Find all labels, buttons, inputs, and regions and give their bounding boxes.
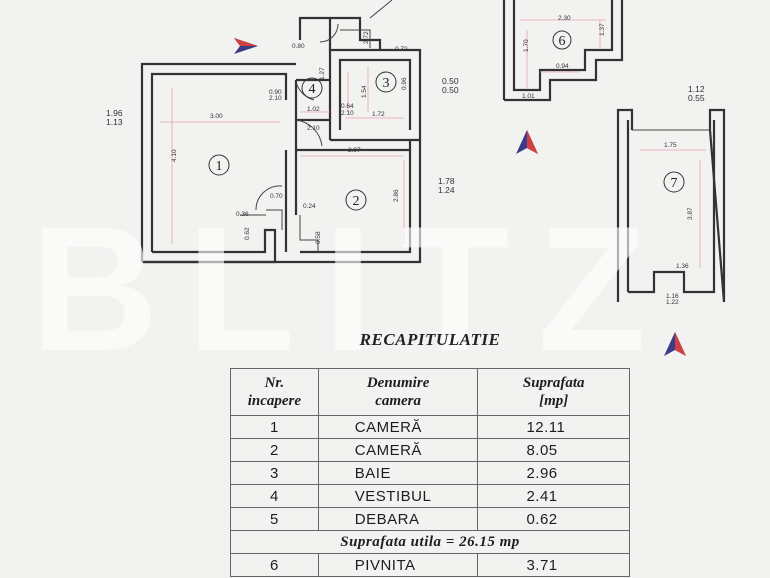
svg-text:1.01: 1.01	[522, 93, 535, 100]
north-arrow-icon	[664, 332, 686, 356]
svg-text:2.30: 2.30	[558, 15, 571, 22]
svg-text:1.78: 1.78	[438, 176, 455, 186]
svg-text:1.72: 1.72	[372, 111, 385, 118]
svg-text:0.50: 0.50	[442, 76, 459, 86]
svg-text:2: 2	[353, 194, 360, 209]
dimension-labels: 3.00 4.10 2.97 2.86 1.72 1.54 0.72 1.02 …	[106, 31, 459, 244]
room-number-3: 3	[375, 71, 397, 93]
cellar-plan-7: 7 1.12 0.55 1.75 3.87 1.36 1.16 1.22	[616, 84, 726, 306]
table-row: 5 DEBARA 0.62	[230, 507, 630, 531]
room-number-1: 1	[208, 154, 230, 176]
svg-text:1.02: 1.02	[307, 106, 320, 113]
svg-text:1.54: 1.54	[361, 85, 368, 98]
cell-area: 0.62	[477, 507, 630, 531]
cell-area: 8.05	[477, 438, 630, 462]
cell-area: 2.41	[477, 484, 630, 508]
svg-text:2.10: 2.10	[269, 95, 282, 102]
svg-text:0.90: 0.90	[269, 89, 282, 96]
svg-text:1.16: 1.16	[666, 293, 679, 300]
svg-text:2.72: 2.72	[363, 31, 370, 44]
table-total-row: Suprafata utila = 26.15 mp	[230, 530, 630, 554]
svg-text:0.50: 0.50	[442, 85, 459, 95]
cell-area: 2.96	[477, 461, 630, 485]
svg-text:0.64: 0.64	[341, 103, 354, 110]
interior-dimension-lines	[160, 66, 405, 244]
svg-text:1.96: 1.96	[106, 108, 123, 118]
cell-area: 12.11	[477, 415, 630, 439]
table-row: 6 PIVNITA 3.71	[230, 553, 630, 577]
svg-text:0.62: 0.62	[244, 227, 251, 240]
svg-text:1.22: 1.22	[666, 299, 679, 306]
svg-text:1.27: 1.27	[319, 67, 326, 80]
svg-text:1.75: 1.75	[664, 142, 677, 149]
cell-nr: 6	[230, 553, 319, 577]
svg-text:2.97: 2.97	[348, 147, 361, 154]
svg-text:0.55: 0.55	[688, 93, 705, 103]
apartment-walls	[140, 16, 422, 264]
cell-name: CAMERĂ	[317, 415, 479, 439]
room-number-7	[663, 171, 685, 193]
cell-area: 3.71	[477, 553, 630, 577]
svg-text:0.58: 0.58	[315, 231, 322, 244]
svg-text:3: 3	[383, 76, 390, 91]
header-area: Suprafata[mp]	[477, 368, 630, 416]
svg-text:0.72: 0.72	[395, 46, 408, 53]
svg-text:0.24: 0.24	[303, 203, 316, 210]
cell-nr: 4	[230, 484, 319, 508]
svg-text:0.96: 0.96	[401, 77, 408, 90]
svg-text:0.80: 0.80	[292, 43, 305, 50]
cell-name: VESTIBUL	[317, 484, 479, 508]
svg-text:1.12: 1.12	[688, 84, 705, 94]
svg-text:1.36: 1.36	[676, 263, 689, 270]
svg-text:0.94: 0.94	[556, 63, 569, 70]
cellar-plan-6: 6 2.30 0.94 1.37 1.70 1.01	[502, 0, 624, 102]
cell-nr: 2	[230, 438, 319, 462]
svg-text:0.70: 0.70	[270, 193, 283, 200]
svg-text:3.87: 3.87	[687, 207, 694, 220]
svg-text:1.13: 1.13	[106, 117, 123, 127]
svg-text:1.70: 1.70	[523, 39, 530, 52]
cell-nr: 1	[230, 415, 319, 439]
svg-text:6: 6	[559, 34, 566, 49]
table-row: 3 BAIE 2.96	[230, 461, 630, 485]
cell-nr: 3	[230, 461, 319, 485]
cell-name: BAIE	[317, 461, 479, 485]
svg-text:0.36: 0.36	[236, 211, 249, 218]
cell-name: DEBARA	[317, 507, 479, 531]
svg-text:3.00: 3.00	[210, 113, 223, 120]
table-row: 1 CAMERĂ 12.11	[230, 415, 630, 439]
north-arrow-icon	[516, 130, 538, 154]
svg-text:4: 4	[309, 82, 316, 97]
svg-text:4.10: 4.10	[171, 149, 178, 162]
svg-text:1: 1	[216, 159, 223, 174]
room-number-6	[552, 30, 572, 50]
usable-area-total: Suprafata utila = 26.15 mp	[230, 530, 630, 554]
north-arrow-icon	[234, 38, 258, 54]
cell-name: CAMERĂ	[317, 438, 479, 462]
room-number-4: 4	[301, 77, 323, 99]
recap-title: RECAPITULATIE	[359, 330, 501, 349]
svg-text:1.37: 1.37	[599, 23, 606, 36]
table-row: 2 CAMERĂ 8.05	[230, 438, 630, 462]
cell-name: PIVNITA	[317, 553, 479, 577]
svg-text:2.10: 2.10	[341, 110, 354, 117]
svg-text:1.24: 1.24	[438, 185, 455, 195]
table-row: 4 VESTIBUL 2.41	[230, 484, 630, 508]
cell-nr: 5	[230, 507, 319, 531]
header-nr: Nr.incapere	[230, 368, 319, 416]
svg-text:2.86: 2.86	[393, 189, 400, 202]
svg-text:2.10: 2.10	[307, 125, 320, 132]
svg-text:7: 7	[671, 176, 678, 191]
room-number-2: 2	[345, 189, 367, 211]
door-swings	[255, 0, 393, 211]
